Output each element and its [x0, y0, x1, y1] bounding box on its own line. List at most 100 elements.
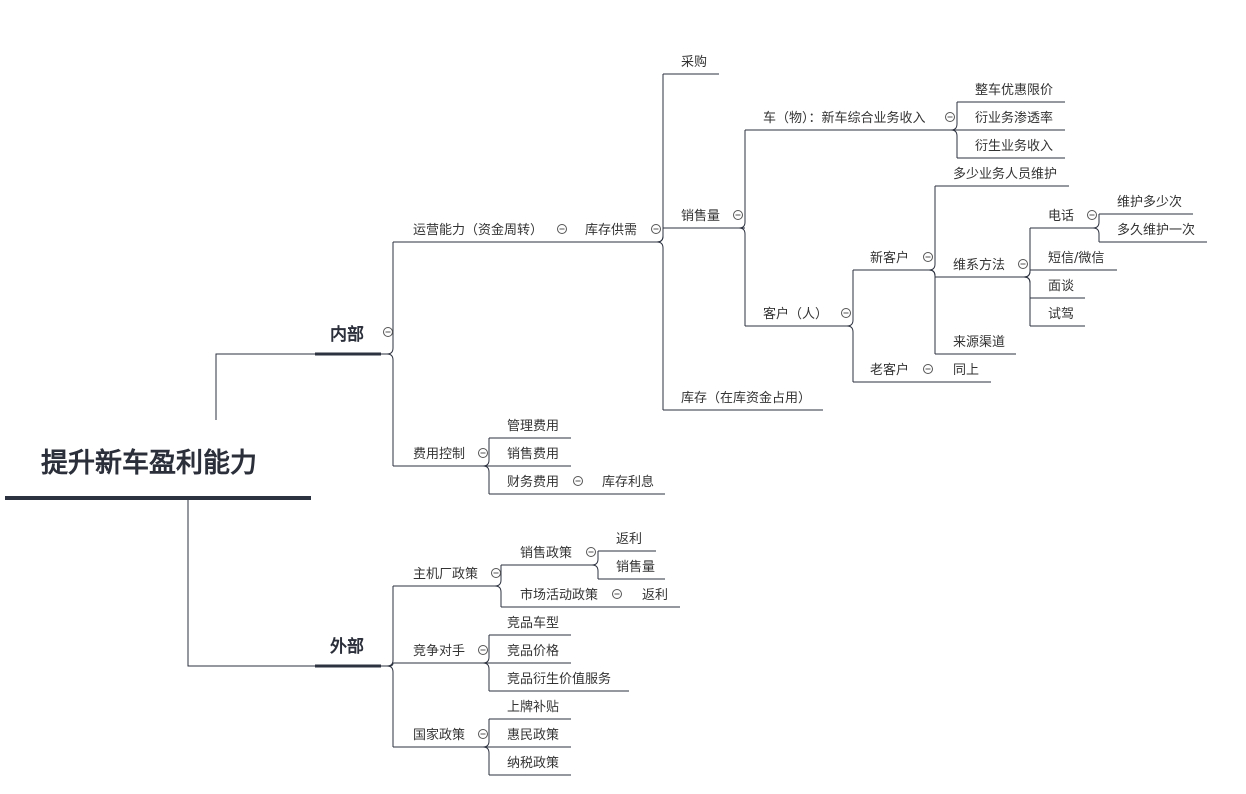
connector-ops: [381, 242, 394, 355]
topic-interview[interactable]: 面谈: [1030, 279, 1085, 299]
collapse-toggle-icon[interactable]: [841, 308, 851, 318]
collapse-toggle-icon[interactable]: [945, 112, 955, 122]
topic-label-root: 提升新车盈利能力: [41, 447, 257, 479]
collapse-toggle-icon[interactable]: [478, 448, 488, 458]
topic-label-sms: 短信/微信: [1048, 251, 1104, 266]
topic-sales-fee[interactable]: 销售费用: [489, 446, 571, 467]
topic-label-ops: 运营能力（资金周转）: [413, 222, 543, 238]
topic-label-competitor: 竞争对手: [413, 643, 465, 659]
topic-comp-model[interactable]: 竞品车型: [489, 615, 571, 636]
connector-test-drive: [1012, 276, 1031, 326]
collapse-toggle-icon[interactable]: [383, 327, 393, 337]
topic-rebate-1[interactable]: 返利: [598, 532, 656, 552]
topic-phone-interval[interactable]: 多久维护一次: [1099, 222, 1207, 243]
topic-car-penetration[interactable]: 衍业务渗透率: [957, 110, 1065, 131]
collapse-toggle-icon[interactable]: [923, 364, 933, 374]
topic-label-comp-service: 竞品衍生价值服务: [507, 671, 611, 687]
topic-market-policy[interactable]: 市场活动政策: [501, 587, 606, 608]
topic-external[interactable]: 外部: [315, 636, 381, 668]
topic-label-comp-price: 竞品价格: [507, 643, 559, 659]
topic-label-new-customer: 新客户: [870, 250, 909, 266]
topic-fin-fee[interactable]: 财务费用: [489, 474, 567, 495]
collapse-toggle-icon[interactable]: [923, 252, 933, 262]
topic-purchase[interactable]: 采购: [663, 54, 719, 75]
collapse-toggle-icon[interactable]: [1087, 210, 1097, 220]
topic-label-phone-times: 维护多少次: [1117, 194, 1182, 210]
connector-gov: [381, 665, 394, 747]
topic-internal[interactable]: 内部: [315, 324, 381, 356]
topic-label-test-drive: 试驾: [1048, 307, 1074, 322]
topic-volume-2[interactable]: 销售量: [598, 559, 665, 580]
topic-plate-subsidy[interactable]: 上牌补贴: [489, 699, 571, 720]
topic-competitor[interactable]: 竞争对手: [393, 643, 472, 664]
topic-label-car-discount: 整车优惠限价: [975, 82, 1053, 98]
topic-tax-policy[interactable]: 纳税政策: [489, 755, 571, 776]
topic-sales-volume[interactable]: 销售量: [663, 208, 745, 229]
topic-label-phone: 电话: [1048, 209, 1074, 224]
topic-maint-method[interactable]: 维系方法: [935, 257, 1012, 278]
topic-label-external: 外部: [330, 636, 364, 657]
topic-inv-supply[interactable]: 库存供需: [571, 222, 645, 243]
collapse-toggle-icon[interactable]: [1018, 259, 1028, 269]
topic-label-sales-volume: 销售量: [681, 208, 720, 224]
connector-customer: [738, 227, 746, 326]
connector-tax-policy: [472, 746, 490, 775]
topic-comp-service[interactable]: 竞品衍生价值服务: [489, 671, 629, 692]
connector-comp-service: [472, 662, 490, 691]
topic-benefit-policy[interactable]: 惠民政策: [489, 727, 571, 748]
topic-cost[interactable]: 费用控制: [393, 447, 472, 467]
topic-label-rebate-2: 返利: [642, 588, 668, 603]
topic-test-drive[interactable]: 试驾: [1030, 307, 1085, 327]
topic-label-sales-policy: 销售政策: [520, 545, 572, 561]
topic-phone-times[interactable]: 维护多少次: [1099, 194, 1193, 215]
collapse-toggle-icon[interactable]: [491, 568, 501, 578]
topic-gov[interactable]: 国家政策: [393, 727, 472, 748]
connector-stock: [645, 241, 664, 410]
collapse-toggle-icon[interactable]: [651, 224, 661, 234]
connector-fin-fee: [472, 465, 490, 494]
topic-oem[interactable]: 主机厂政策: [393, 566, 485, 587]
topic-customer[interactable]: 客户（人）: [745, 306, 833, 327]
topic-inv-interest[interactable]: 库存利息: [589, 474, 665, 495]
topic-ops[interactable]: 运营能力（资金周转）: [393, 222, 547, 243]
topic-label-purchase: 采购: [681, 54, 707, 70]
collapse-toggle-icon[interactable]: [733, 210, 743, 220]
collapse-toggle-icon[interactable]: [573, 476, 583, 486]
collapse-toggle-icon[interactable]: [612, 589, 622, 599]
topic-comp-price[interactable]: 竞品价格: [489, 643, 571, 664]
topic-mgmt-fee[interactable]: 管理费用: [489, 419, 571, 439]
topic-label-cost: 费用控制: [413, 447, 465, 462]
topic-phone[interactable]: 电话: [1030, 209, 1083, 229]
topic-label-market-policy: 市场活动政策: [520, 587, 598, 603]
topic-label-inv-supply: 库存供需: [585, 222, 637, 238]
topic-label-source: 来源渠道: [953, 335, 1005, 350]
topic-car-derivative[interactable]: 衍生业务收入: [957, 138, 1065, 159]
topic-label-phone-interval: 多久维护一次: [1117, 222, 1195, 238]
connector-interview: [1012, 276, 1031, 298]
topic-car[interactable]: 车（物）：新车综合业务收入: [745, 110, 937, 131]
topic-same[interactable]: 同上: [935, 363, 991, 383]
topic-old-customer[interactable]: 老客户: [853, 362, 917, 383]
topic-label-fin-fee: 财务费用: [507, 474, 559, 490]
topic-new-customer[interactable]: 新客户: [853, 250, 917, 271]
topic-label-maint-method: 维系方法: [953, 257, 1005, 273]
topic-car-discount[interactable]: 整车优惠限价: [957, 82, 1065, 103]
topic-label-oem: 主机厂政策: [413, 566, 478, 582]
topic-sms[interactable]: 短信/微信: [1030, 251, 1117, 271]
topic-label-internal: 内部: [330, 324, 364, 345]
topic-rebate-2[interactable]: 返利: [628, 588, 680, 608]
collapse-toggle-icon[interactable]: [478, 645, 488, 655]
collapse-toggle-icon[interactable]: [557, 224, 567, 234]
topic-staff-maint[interactable]: 多少业务人员维护: [935, 166, 1069, 187]
topic-sales-policy[interactable]: 销售政策: [501, 545, 580, 566]
topic-label-comp-model: 竞品车型: [507, 615, 559, 631]
topic-label-rebate-1: 返利: [616, 532, 642, 547]
topic-stock[interactable]: 库存（在库资金占用）: [663, 390, 823, 411]
topic-label-same: 同上: [953, 363, 979, 378]
collapse-toggle-icon[interactable]: [478, 729, 488, 739]
topic-label-customer: 客户（人）: [763, 306, 828, 322]
topic-root[interactable]: 提升新车盈利能力: [5, 447, 311, 500]
collapse-toggle-icon[interactable]: [586, 547, 596, 557]
topic-source[interactable]: 来源渠道: [935, 335, 1016, 355]
